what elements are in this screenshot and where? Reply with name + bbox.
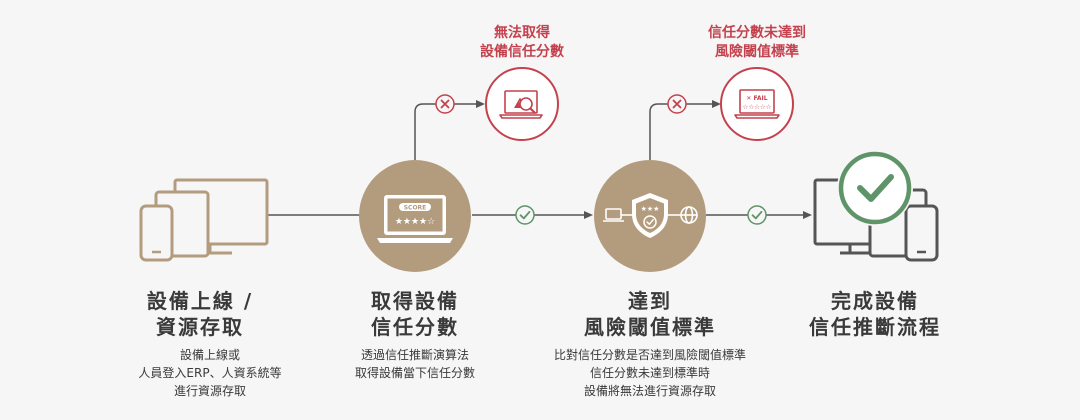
fail-badge-text: ✕ FAIL (746, 95, 767, 102)
score-fail-node (485, 67, 559, 141)
threshold-fail-title: 信任分數未達到 風險閾值標準 (708, 25, 806, 60)
arrowhead-to-threshold-fail (712, 100, 721, 108)
devices-icon (139, 178, 269, 262)
arrowhead-to-threshold (584, 211, 593, 219)
step-1-description: 設備上線或 人員登入ERP、人資系統等 進行資源存取 (138, 348, 282, 398)
threshold-step-node: ★★★ (594, 160, 706, 272)
branch-threshold-fail (649, 103, 713, 160)
step-4-title: 完成設備 信任推斷流程 (809, 289, 941, 339)
laptop-warning-icon (499, 90, 543, 119)
step-1-title: 設備上線 / 資源存取 (146, 289, 254, 339)
checkmark-devices-icon (813, 150, 939, 262)
security-shield-icon: ★★★ (603, 193, 698, 238)
arrowheads (476, 100, 812, 219)
check-mark-1-icon (515, 205, 535, 225)
step-3-title: 達到 風險閾值標準 (584, 289, 716, 339)
step-2-description: 透過信任推斷演算法 取得設備當下信任分數 (354, 348, 475, 380)
check-mark-2-icon (747, 205, 767, 225)
laptop-score-icon: SCORE ★★★★☆ (377, 195, 453, 243)
cross-mark-2-icon (667, 94, 687, 114)
step-2-title: 取得設備 信任分數 (371, 289, 459, 339)
fail-stars: ☆☆☆☆☆ (742, 103, 771, 111)
score-badge-text: SCORE (404, 204, 427, 211)
score-stars: ★★★★☆ (395, 217, 435, 227)
laptop-fail-icon: ✕ FAIL ☆☆☆☆☆ (734, 89, 780, 119)
score-step-node: SCORE ★★★★☆ (359, 160, 471, 272)
cross-mark-1-icon (435, 94, 455, 114)
arrowhead-to-complete (803, 211, 812, 219)
threshold-fail-node: ✕ FAIL ☆☆☆☆☆ (720, 67, 794, 141)
shield-stars: ★★★ (641, 205, 660, 213)
score-fail-title: 無法取得 設備信任分數 (480, 25, 564, 60)
arrowhead-to-score-fail (476, 100, 485, 108)
branch-score-fail (414, 103, 477, 160)
step-3-description: 比對信任分數是否達到風險閾值標準 信任分數未達到標準時 設備將無法進行資源存取 (553, 348, 746, 398)
